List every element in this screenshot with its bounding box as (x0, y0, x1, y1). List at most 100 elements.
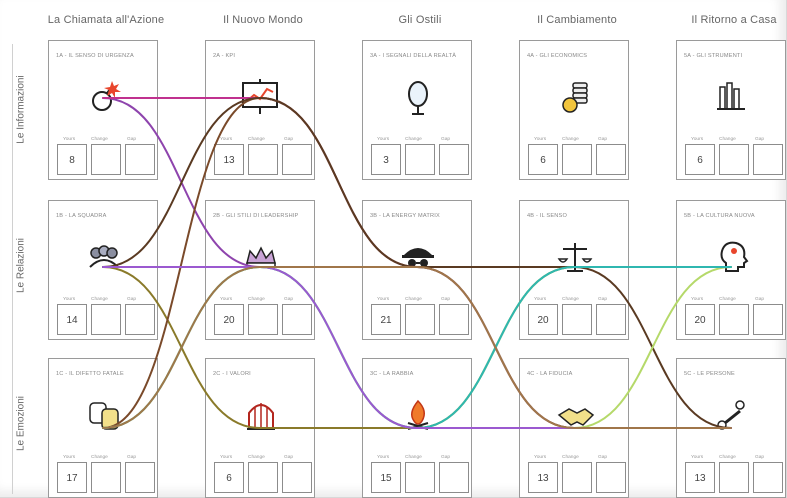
label-yours: Yours (691, 455, 704, 460)
column-header-5: Il Ritorno a Casa (691, 14, 777, 26)
label-yours: Yours (534, 297, 547, 302)
label-yours: Yours (377, 455, 390, 460)
score-box-gap[interactable] (439, 304, 469, 335)
card-title: 4A - GLI ECONOMICS (527, 53, 588, 59)
coins-icon (553, 77, 597, 117)
label-change: Change (248, 455, 265, 460)
score-box-yours: 6 (685, 144, 715, 175)
label-gap: Gap (755, 137, 765, 142)
score-box-gap[interactable] (596, 462, 626, 493)
score-box-gap[interactable] (282, 144, 312, 175)
score-box-change[interactable] (562, 144, 592, 175)
label-yours: Yours (691, 137, 704, 142)
scales-icon (553, 237, 597, 277)
score-box-gap[interactable] (282, 304, 312, 335)
score-box-gap[interactable] (596, 144, 626, 175)
score-box-yours: 20 (214, 304, 244, 335)
score-box-change[interactable] (719, 462, 749, 493)
label-change: Change (248, 297, 265, 302)
card-title: 3C - LA RABBIA (370, 371, 414, 377)
label-yours: Yours (220, 297, 233, 302)
score-box-gap[interactable] (753, 304, 783, 335)
score-box-change[interactable] (562, 304, 592, 335)
label-gap: Gap (284, 455, 294, 460)
card-title: 4B - IL SENSO (527, 213, 568, 219)
score-box-yours: 6 (528, 144, 558, 175)
score-box-change[interactable] (562, 462, 592, 493)
label-yours: Yours (63, 297, 76, 302)
column-header-4: Il Cambiamento (537, 14, 617, 26)
score-box-yours: 6 (214, 462, 244, 493)
score-box-gap[interactable] (439, 462, 469, 493)
label-yours: Yours (377, 137, 390, 142)
column-header-2: Il Nuovo Mondo (223, 14, 303, 26)
fire-icon (396, 395, 440, 435)
score-box-yours: 13 (685, 462, 715, 493)
card-2c[interactable]: 2C - I VALORI Yours Change Gap 6 (205, 358, 315, 498)
card-title: 5A - GLI STRUMENTI (684, 53, 743, 59)
score-box-gap[interactable] (753, 144, 783, 175)
label-change: Change (405, 297, 422, 302)
crown-icon (239, 237, 283, 277)
score-box-gap[interactable] (439, 144, 469, 175)
label-yours: Yours (220, 455, 233, 460)
card-title: 3A - I SEGNALI DELLA REALTÀ (370, 53, 457, 59)
card-title: 5B - LA CULTURA NUOVA (684, 213, 755, 219)
label-gap: Gap (127, 455, 137, 460)
label-change: Change (91, 137, 108, 142)
label-gap: Gap (598, 297, 608, 302)
column-header-1: La Chiamata all'Azione (47, 14, 165, 26)
score-box-yours: 3 (371, 144, 401, 175)
score-box-change[interactable] (719, 304, 749, 335)
label-gap: Gap (127, 137, 137, 142)
label-change: Change (562, 137, 579, 142)
score-box-change[interactable] (248, 462, 278, 493)
card-4a[interactable]: 4A - GLI ECONOMICS Yours Change Gap 6 (519, 40, 629, 180)
score-box-gap[interactable] (753, 462, 783, 493)
score-box-change[interactable] (248, 304, 278, 335)
score-box-change[interactable] (405, 144, 435, 175)
chart-board-icon (239, 77, 283, 117)
score-box-gap[interactable] (125, 462, 155, 493)
score-box-change[interactable] (91, 144, 121, 175)
card-5a[interactable]: 5A - GLI STRUMENTI Yours Change Gap 6 (676, 40, 786, 180)
score-box-change[interactable] (91, 304, 121, 335)
label-change: Change (562, 297, 579, 302)
card-title: 1C - IL DIFETTO FATALE (56, 371, 124, 377)
label-change: Change (719, 137, 736, 142)
score-box-gap[interactable] (125, 304, 155, 335)
score-box-change[interactable] (405, 462, 435, 493)
score-box-gap[interactable] (596, 304, 626, 335)
label-gap: Gap (598, 455, 608, 460)
score-box-change[interactable] (248, 144, 278, 175)
score-box-gap[interactable] (125, 144, 155, 175)
score-box-gap[interactable] (282, 462, 312, 493)
handshake-icon (553, 395, 597, 435)
score-box-yours: 8 (57, 144, 87, 175)
label-gap: Gap (755, 297, 765, 302)
score-box-labels: Yours Change Gap (214, 455, 314, 463)
score-box-change[interactable] (91, 462, 121, 493)
card-title: 2C - I VALORI (213, 371, 251, 377)
bomb-icon (82, 77, 126, 117)
score-box-yours: 17 (57, 462, 87, 493)
label-gap: Gap (284, 297, 294, 302)
score-box-change[interactable] (719, 144, 749, 175)
label-yours: Yours (534, 137, 547, 142)
label-yours: Yours (63, 455, 76, 460)
score-box-change[interactable] (405, 304, 435, 335)
label-gap: Gap (598, 137, 608, 142)
